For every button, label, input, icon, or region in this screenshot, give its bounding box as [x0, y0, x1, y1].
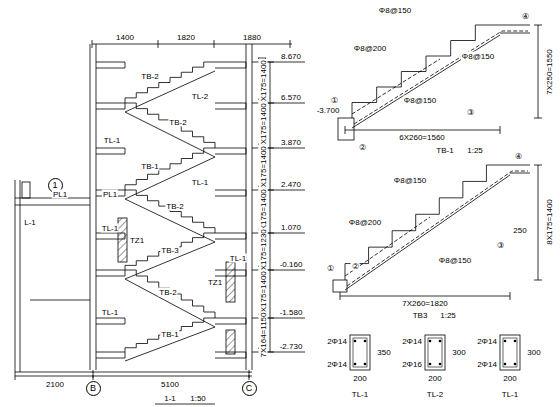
- drawing-label: 6X260=1560: [398, 133, 446, 142]
- drawing-label: 8X175=1400: [259, 145, 268, 193]
- axis-label: 1: [52, 180, 57, 190]
- drawing-label: PL1: [102, 190, 118, 199]
- axis-label: C: [246, 383, 253, 393]
- drawing-label: ③: [496, 241, 505, 250]
- drawing-label: 6.570: [280, 93, 302, 102]
- drawing-label: 200: [502, 374, 517, 383]
- drawing-label: TB-1: [140, 162, 159, 171]
- drawing-label: 3.870: [280, 138, 302, 147]
- drawing-label: -2.730: [279, 342, 304, 351]
- drawing-label: TB3: [412, 311, 429, 320]
- drawing-label: TB-1: [160, 330, 179, 339]
- drawing-label: -3.700: [316, 106, 341, 115]
- drawing-label: TB-2: [140, 72, 159, 81]
- drawing-label: 200: [352, 374, 367, 383]
- drawing-label: PL1: [52, 190, 68, 199]
- drawing-label: Φ8@150: [378, 6, 412, 15]
- drawing-label: 200: [427, 374, 442, 383]
- drawing-label: 2Φ16: [401, 360, 423, 369]
- axis-circle: C: [242, 381, 257, 396]
- drawing-label: TL-1: [101, 224, 119, 233]
- axis-circle: B: [86, 381, 101, 396]
- drawing-label: 1:25: [439, 311, 457, 320]
- drawing-label: 7X164=1150: [259, 311, 268, 358]
- drawing-label: 1400: [115, 33, 135, 42]
- drawing-label: ①: [330, 96, 339, 105]
- drawing-label: TL-1: [103, 136, 121, 145]
- drawing-label: ④: [514, 152, 523, 161]
- drawing-label: TL-1: [351, 390, 369, 399]
- drawing-label: 350: [376, 348, 391, 357]
- drawing-label: TZ1: [207, 278, 223, 287]
- drawing-label: 250: [512, 226, 527, 235]
- drawing-label: 2Φ14: [476, 360, 498, 369]
- drawing-label: TL-1: [191, 178, 209, 187]
- drawing-label: L-1: [23, 218, 37, 227]
- drawing-label: TB-2: [168, 118, 187, 127]
- drawing-label: 2Φ14: [326, 360, 348, 369]
- drawing-label: 2.470: [280, 180, 302, 189]
- drawing-label: -0.160: [279, 260, 304, 269]
- drawing-label: 1:50: [189, 394, 207, 403]
- drawing-label: 8.670: [280, 52, 302, 61]
- drawing-label: -1.580: [279, 308, 304, 317]
- drawing-label: 7X175=1230: [259, 228, 268, 276]
- drawing-label: Φ8@150: [461, 52, 495, 61]
- drawing-label: 8X175=1400: [259, 59, 268, 107]
- drawing-label: TB-3: [160, 246, 179, 255]
- drawing-label: 2Φ14: [476, 337, 498, 346]
- drawing-label: 1:25: [466, 146, 484, 155]
- drawing-label: 300: [451, 348, 466, 357]
- drawing-label: 1880: [242, 33, 262, 42]
- drawing-label: 1-1: [163, 394, 177, 403]
- drawing-label: 8X175=1400: [545, 198, 554, 246]
- axis-label: B: [90, 383, 96, 393]
- drawing-label: TB-1: [435, 146, 454, 155]
- drawing-label: Φ8@200: [353, 44, 387, 53]
- drawing-label: 300: [526, 348, 541, 357]
- drawing-label: 2100: [45, 380, 65, 389]
- drawing-label: TZ1: [129, 236, 145, 245]
- drawing-label: 7X260=1820: [401, 299, 449, 308]
- drawing-label: Φ8@200: [348, 218, 382, 227]
- drawing-label: 7X250=1550: [545, 48, 554, 96]
- drawing-label: Φ8@150: [438, 256, 472, 265]
- drawing-label: ①: [326, 264, 335, 273]
- drawing-label: TL-1: [229, 254, 247, 263]
- drawing-label: ②: [358, 143, 367, 152]
- drawing-label: 2Φ14: [401, 337, 423, 346]
- drawing-label: 2Φ14: [326, 337, 348, 346]
- drawing-label: ③: [466, 108, 475, 117]
- drawing-label: 1.070: [280, 223, 302, 232]
- drawing-label: TB-2: [158, 288, 177, 297]
- drawing-label: 8X175=1400: [259, 102, 268, 150]
- drawing-label: Φ8@150: [403, 96, 437, 105]
- drawing-label: 5100: [160, 380, 180, 389]
- drawing-label: TL-2: [426, 390, 444, 399]
- drawing-label: TL-2: [191, 92, 209, 101]
- drawing-label: 1820: [176, 33, 196, 42]
- drawing-label: ②: [351, 262, 360, 271]
- drawing-label: TL-1: [501, 390, 519, 399]
- drawing-label: Φ8@150: [393, 176, 427, 185]
- drawing-label: TB-2: [165, 202, 184, 211]
- drawing-label: TL-1: [101, 308, 119, 317]
- drawing-label: ④: [521, 12, 530, 21]
